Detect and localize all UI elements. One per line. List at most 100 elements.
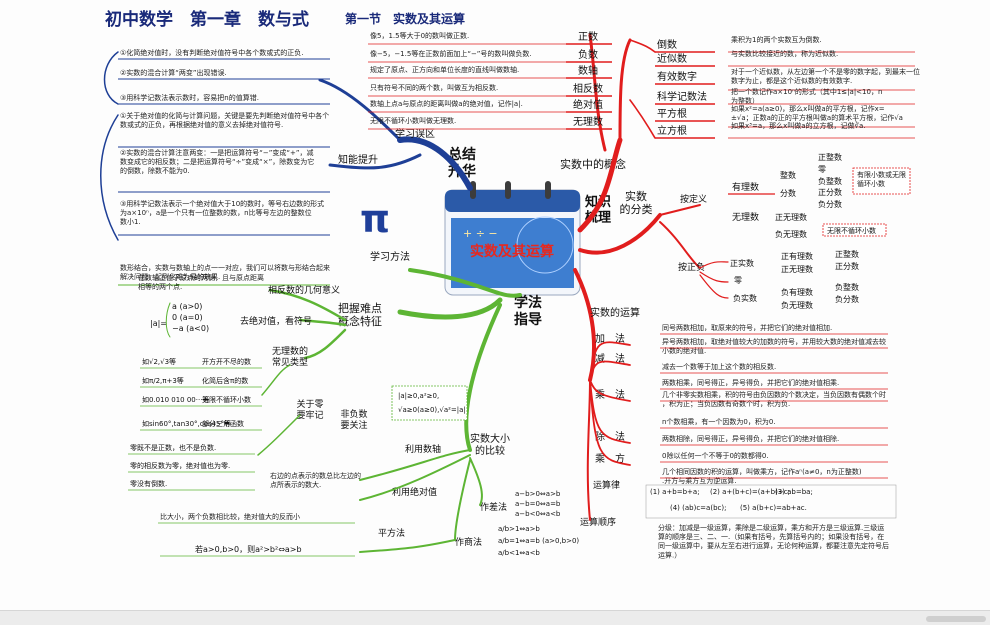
- irr-item-1: 负无理数: [775, 229, 807, 239]
- by-sign: 按正负: [678, 261, 705, 273]
- note-text: 乘积为1的两个实数互为倒数.: [731, 35, 822, 44]
- use-abs-label: 利用绝对值: [392, 486, 437, 498]
- study-label: 学习方法: [370, 250, 410, 263]
- methods-to-compare: [464, 303, 502, 452]
- branch-line: [699, 261, 729, 269]
- diff-rule-2: a−b<0⇔a<b: [515, 510, 561, 518]
- viewer-bottom-bar: [0, 610, 990, 625]
- integer: 整数: [780, 170, 796, 180]
- order-label: 运算顺序: [580, 516, 616, 528]
- branch-line: [589, 360, 631, 381]
- note-text: 与实数比较接近的数，称为近似数.: [731, 49, 838, 58]
- zero-label: 关于零要牢记: [296, 398, 323, 421]
- branch-line: [589, 379, 631, 402]
- law-3: (4) (ab)c=a(bc);: [670, 504, 726, 512]
- irr-item-0: 正无理数: [775, 212, 807, 222]
- note-text: 无限不循环小数叫做无理数.: [370, 116, 456, 125]
- branch-line: [699, 274, 729, 299]
- branch-methods-label: 学法指导: [514, 294, 542, 328]
- note-text: 几个相同因数的积的运算，叫做乘方，记作aⁿ(a≠0，n为正整数).开方与乘方互为…: [662, 467, 862, 485]
- op-label-0: 加 法: [595, 332, 625, 345]
- pos-leaf-1: 正分数: [835, 261, 859, 271]
- branch-line: [589, 341, 631, 381]
- errors-bracket: [103, 51, 119, 105]
- note-text: 数轴上点a与原点的距离叫做a的绝对值，记作|a|.: [370, 99, 523, 108]
- branch-line: [303, 328, 347, 360]
- nonneg-0: |a|≥0,a²≥0,: [398, 392, 439, 400]
- note-text: ②实数的混合计算注意两变：一是把运算符号“−”变成“+”，减数变成它的相反数；二…: [120, 148, 314, 175]
- note-text: 对于一个近似数，从左边第一个不是零的数字起，到最末一位数字为止，都是这个近似数的…: [731, 67, 920, 85]
- zero-fact-2: 零没有倒数.: [130, 479, 167, 488]
- classify-trunk: [578, 213, 662, 255]
- square-desc: 若a>0,b>0，则a²>b²⇔a>b: [195, 544, 302, 554]
- zero: 零: [734, 276, 742, 285]
- note-text: 数形结合，实数与数轴上的点一一对应，我们可以将数与形结合起来解决问题，起到化难为…: [120, 263, 330, 281]
- fraction: 分数: [780, 188, 796, 198]
- concept-1: 负数: [578, 48, 598, 61]
- branch-line: [261, 364, 291, 396]
- law-4: (5) a(b+c)=ab+ac.: [740, 504, 807, 512]
- branch-line: [586, 379, 591, 521]
- int-item-1: 零: [818, 165, 826, 174]
- branch-line: [659, 221, 701, 269]
- branch-line: [359, 539, 456, 553]
- concept-right-5: 立方根: [657, 124, 687, 137]
- concepts-trunk-up: [577, 137, 623, 233]
- diff-label: 作差法: [480, 501, 507, 513]
- concepts-left-trunk: [588, 33, 607, 152]
- errors-label: 学习误区: [395, 127, 435, 140]
- int-item-0: 正整数: [818, 152, 842, 162]
- note-text: ③用科学记数法表示一个绝对值大于10的数时，等号右边数的形式为a×10ⁿ，a是一…: [120, 199, 324, 226]
- page-title: 初中数学 第一章 数与式: [105, 9, 309, 30]
- diff-rule-0: a−b>0⇔a>b: [515, 490, 561, 498]
- concept-right-0: 倒数: [657, 38, 677, 51]
- irr-eg-3: 如sin60°,tan30°,cos45°等: [142, 419, 231, 428]
- note-text: ③用科学记数法表示数时，容易把n的值算错.: [120, 93, 259, 102]
- positive-real: 正实数: [730, 258, 754, 268]
- pos-leaf-0: 正整数: [835, 249, 859, 259]
- note-text: 两数相除，同号得正，异号得负，并把它们的绝对值相除.: [662, 434, 839, 443]
- law-0: (1) a+b=b+a;: [650, 488, 700, 496]
- note-text: 减去一个数等于加上这个数的相反数.: [662, 362, 776, 371]
- rational: 有理数: [732, 181, 759, 193]
- branch-line: [454, 459, 471, 541]
- scrollbar-thumb[interactable]: [926, 616, 986, 622]
- concept-right-3: 科学记数法: [657, 90, 707, 103]
- calendar-ring: [505, 181, 511, 199]
- summary-to-errors: [318, 78, 402, 142]
- pos-item-0: 正有理数: [781, 251, 813, 261]
- note-text: 分级：加减是一级运算，乘除是二级运算，乘方和开方是三级运算.三级运算的顺序是三、…: [658, 523, 889, 559]
- note-box-2-text: 无限不循环小数: [827, 226, 876, 235]
- section-title: 第一节 实数及其运算: [345, 11, 465, 26]
- summary-to-ability: [328, 153, 422, 170]
- irr-desc-1: 化简后含π的数: [202, 376, 248, 385]
- note-text: 几个非零实数相乘，积的符号由负因数的个数决定，当负因数有偶数个时，积为正；当负因…: [662, 390, 886, 408]
- abs-case-1: 0 (a=0): [172, 313, 203, 322]
- key-label: 把握难点概念特征: [338, 301, 382, 328]
- branch-line: [298, 318, 347, 327]
- square-label: 平方法: [378, 527, 405, 539]
- center-title: 实数及其运算: [470, 243, 554, 260]
- note-text: 0除以任何一个不等于0的数都得0.: [662, 451, 769, 460]
- branch-line: [268, 288, 347, 322]
- note-text: ①化简绝对值时，没有判断绝对值符号中各个数或式的正负.: [120, 48, 304, 57]
- branch-line: [659, 204, 701, 216]
- note-text: 如果x³=a，那么x叫做a的立方根，记做∛a.: [731, 121, 866, 130]
- branch-line: [589, 379, 631, 466]
- calendar-picture: [451, 218, 574, 288]
- note-text: 规定了原点、正方向和单位长度的直线叫做数轴.: [370, 65, 519, 74]
- irr-label: 无理数的常见类型: [272, 345, 308, 368]
- concept-right-4: 平方根: [657, 107, 687, 120]
- irrational: 无理数: [732, 211, 759, 223]
- calendar-glyphs: + ÷ −: [463, 227, 498, 240]
- law-1: (2) a+(b+c)=(a+b)+c;: [710, 488, 790, 496]
- use-axis-label: 利用数轴: [405, 443, 441, 455]
- branch-line: [699, 271, 729, 283]
- ratio-rule-1: a/b=1⇔a=b (a>0,b>0): [498, 537, 579, 545]
- compare-label: 实数大小的比较: [470, 432, 510, 457]
- zero-fact-0: 零既不是正数，也不是负数.: [130, 443, 216, 452]
- abs-lhs: |a|=: [150, 319, 167, 328]
- note-text: 右边的点表示的数总比左边的点所表示的数大.: [270, 471, 361, 489]
